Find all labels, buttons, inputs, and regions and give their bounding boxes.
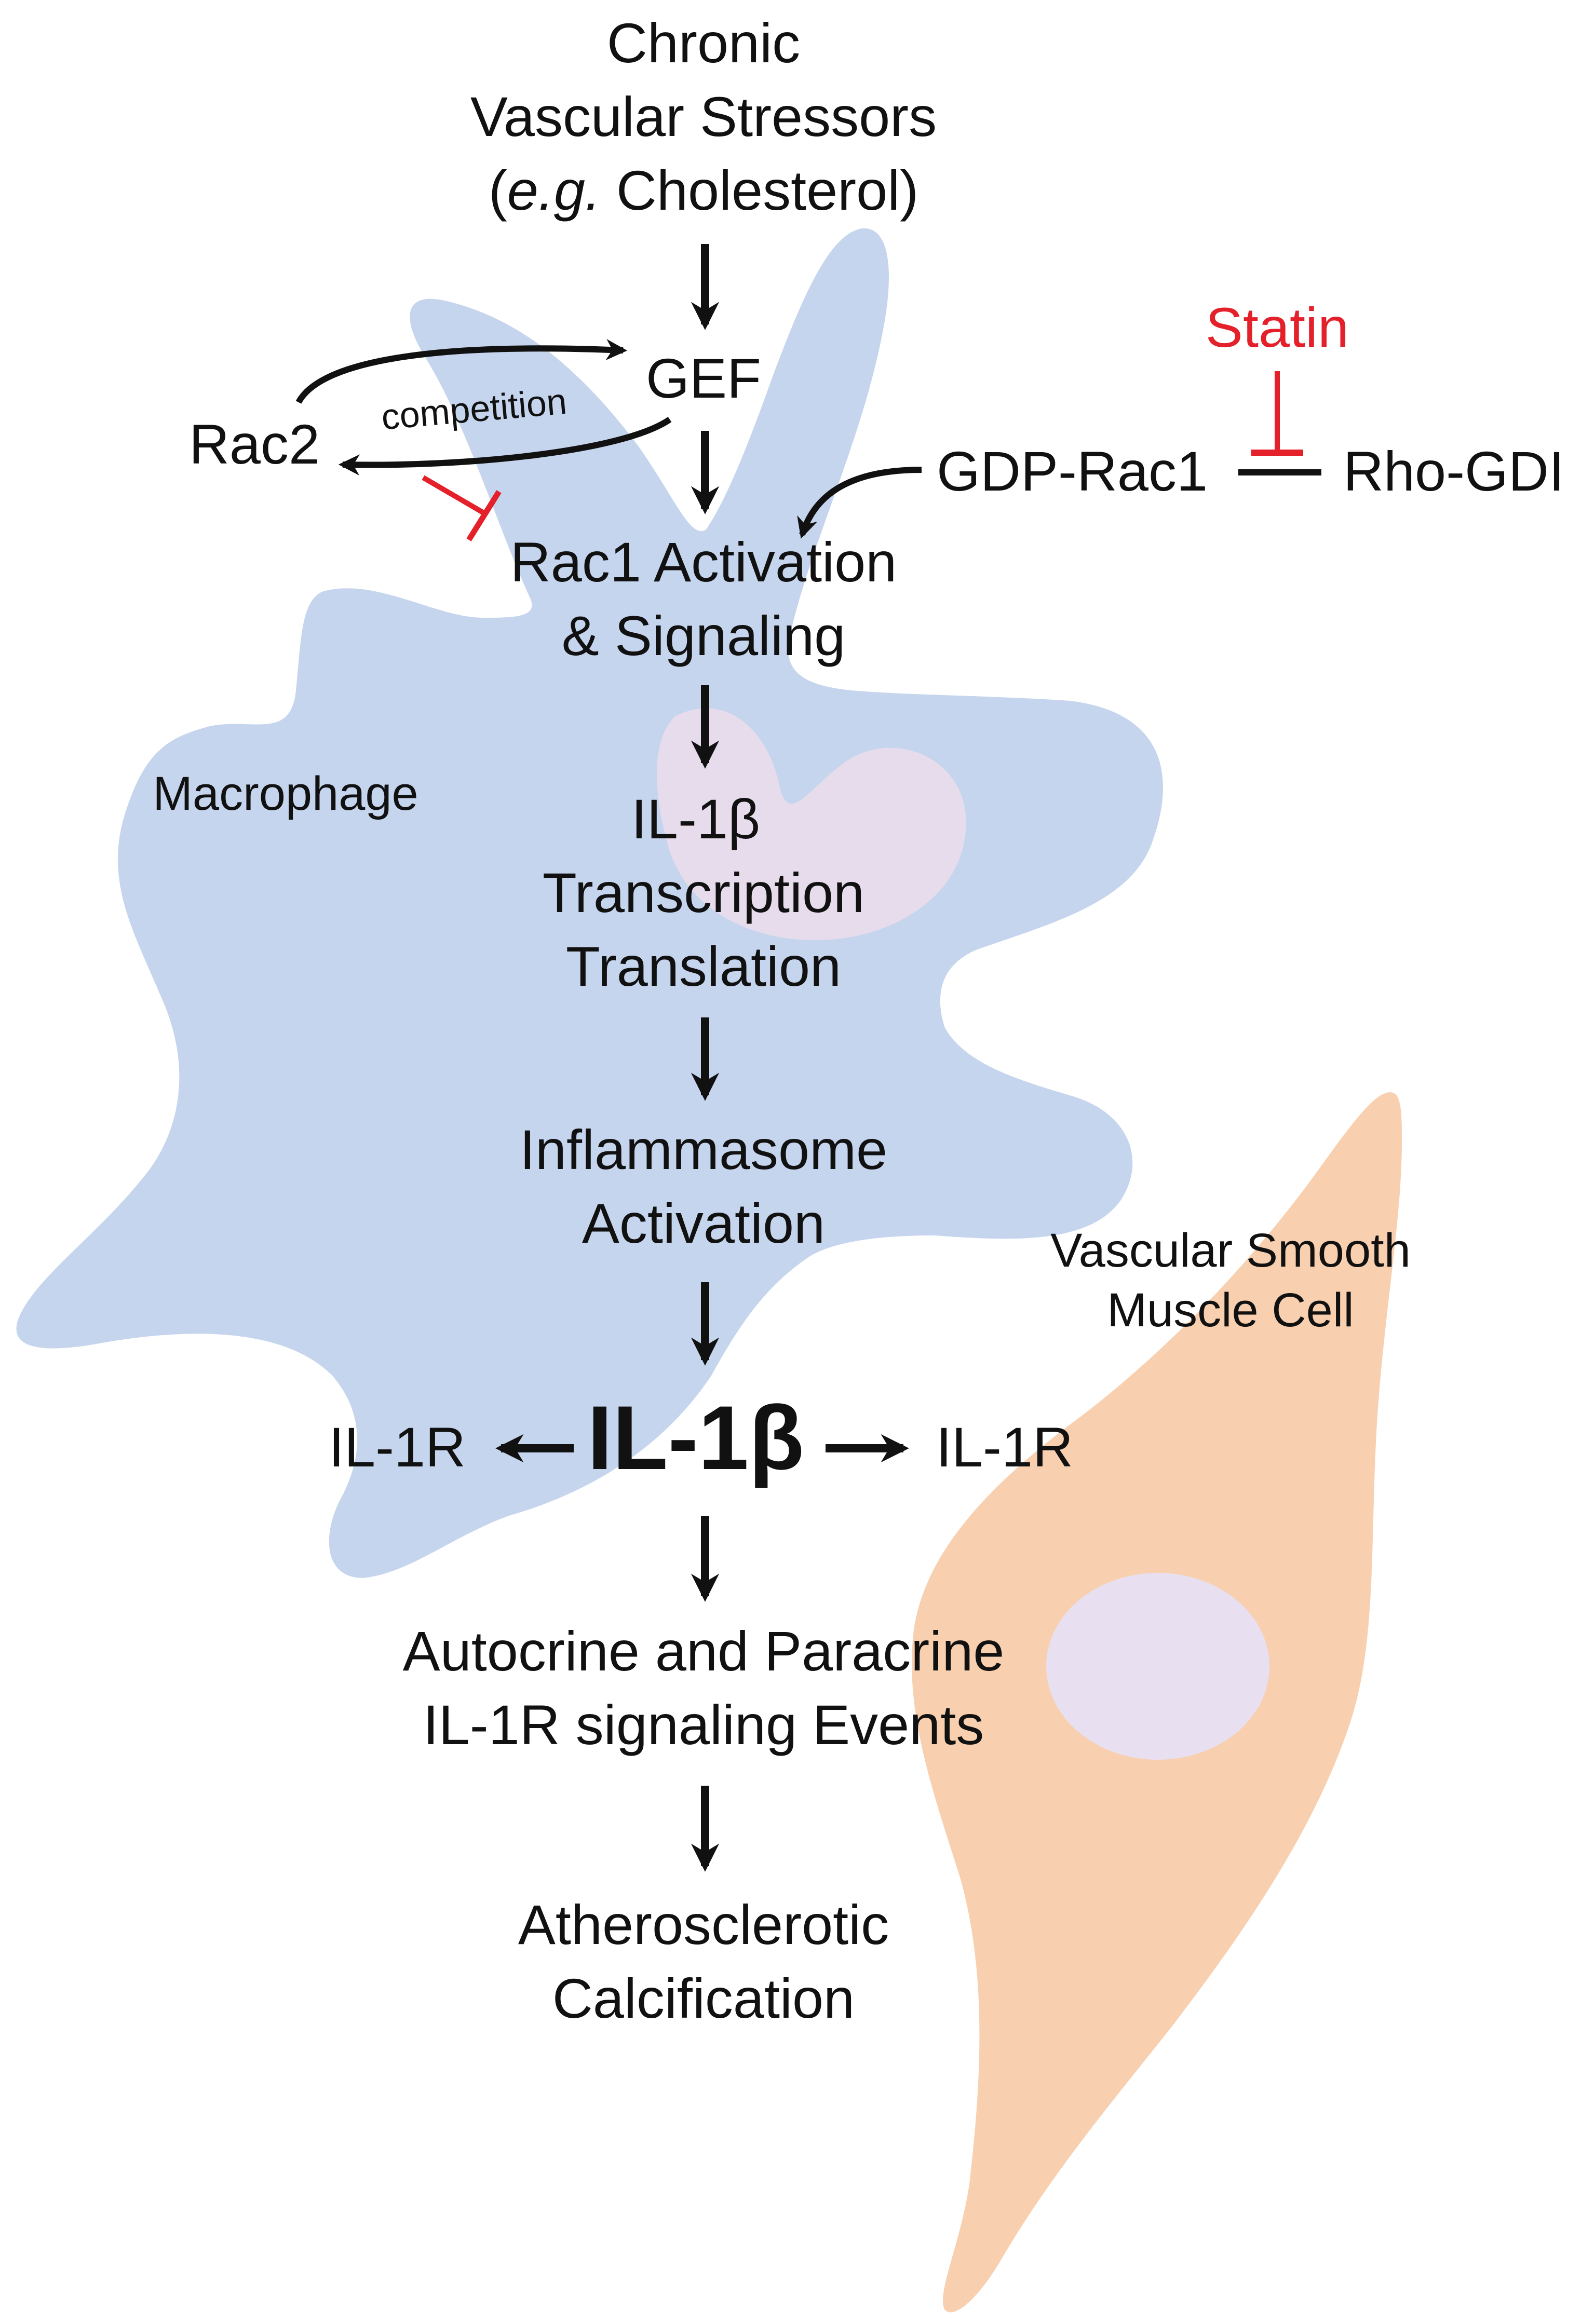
vsmc-label-line2: Muscle Cell <box>1107 1284 1354 1337</box>
stressors-eg: e.g. <box>507 159 601 222</box>
il1b-transcription-line1: IL-1β <box>631 787 760 850</box>
stressors-line1: Chronic <box>607 11 800 74</box>
rac1-activation-line2: & Signaling <box>562 604 845 667</box>
stressors-line3: (e.g. Cholesterol) <box>489 159 918 222</box>
signaling-events-line2: IL-1R signaling Events <box>423 1693 984 1756</box>
gdp-rac1-label: GDP-Rac1 <box>937 440 1208 502</box>
il1b-main-label: IL-1β <box>587 1388 804 1489</box>
arrow-rac2-gef <box>295 339 628 404</box>
arrow-gdp-rac1 <box>797 467 922 539</box>
signaling-events-line1: Autocrine and Paracrine <box>403 1620 1005 1682</box>
rho-gdi-label: Rho-GDI <box>1343 440 1564 502</box>
il1b-transcription-line3: Translation <box>566 935 841 998</box>
arrow-gef-rac2 <box>338 417 672 476</box>
vsmc-nucleus <box>1046 1573 1269 1760</box>
macrophage-label: Macrophage <box>153 767 418 820</box>
il1r-left-label: IL-1R <box>329 1416 466 1478</box>
gef-label: GEF <box>646 347 761 410</box>
macrophage-nucleus <box>657 708 966 941</box>
inhibit-rac2-rac1-line <box>422 475 487 517</box>
rac1-activation-line1: Rac1 Activation <box>510 531 897 593</box>
il1b-transcription-line2: Transcription <box>543 861 864 924</box>
inflammasome-line1: Inflammasome <box>520 1118 887 1181</box>
rac2-label: Rac2 <box>189 413 320 475</box>
inhibit-rac2-rac1-bar <box>466 490 502 541</box>
vsmc-label-line1: Vascular Smooth <box>1050 1224 1411 1277</box>
stressors-line2: Vascular Stressors <box>470 85 937 148</box>
macrophage-cell-body <box>16 228 1164 1579</box>
calcification-line1: Atherosclerotic <box>518 1893 889 1956</box>
calcification-line2: Calcification <box>552 1967 855 2030</box>
stressors-paren: ( <box>489 159 507 222</box>
il1r-right-label: IL-1R <box>936 1416 1073 1478</box>
inflammasome-line2: Activation <box>582 1192 825 1255</box>
statin-label: Statin <box>1206 296 1349 359</box>
stressors-cholesterol: Cholesterol) <box>601 159 918 222</box>
